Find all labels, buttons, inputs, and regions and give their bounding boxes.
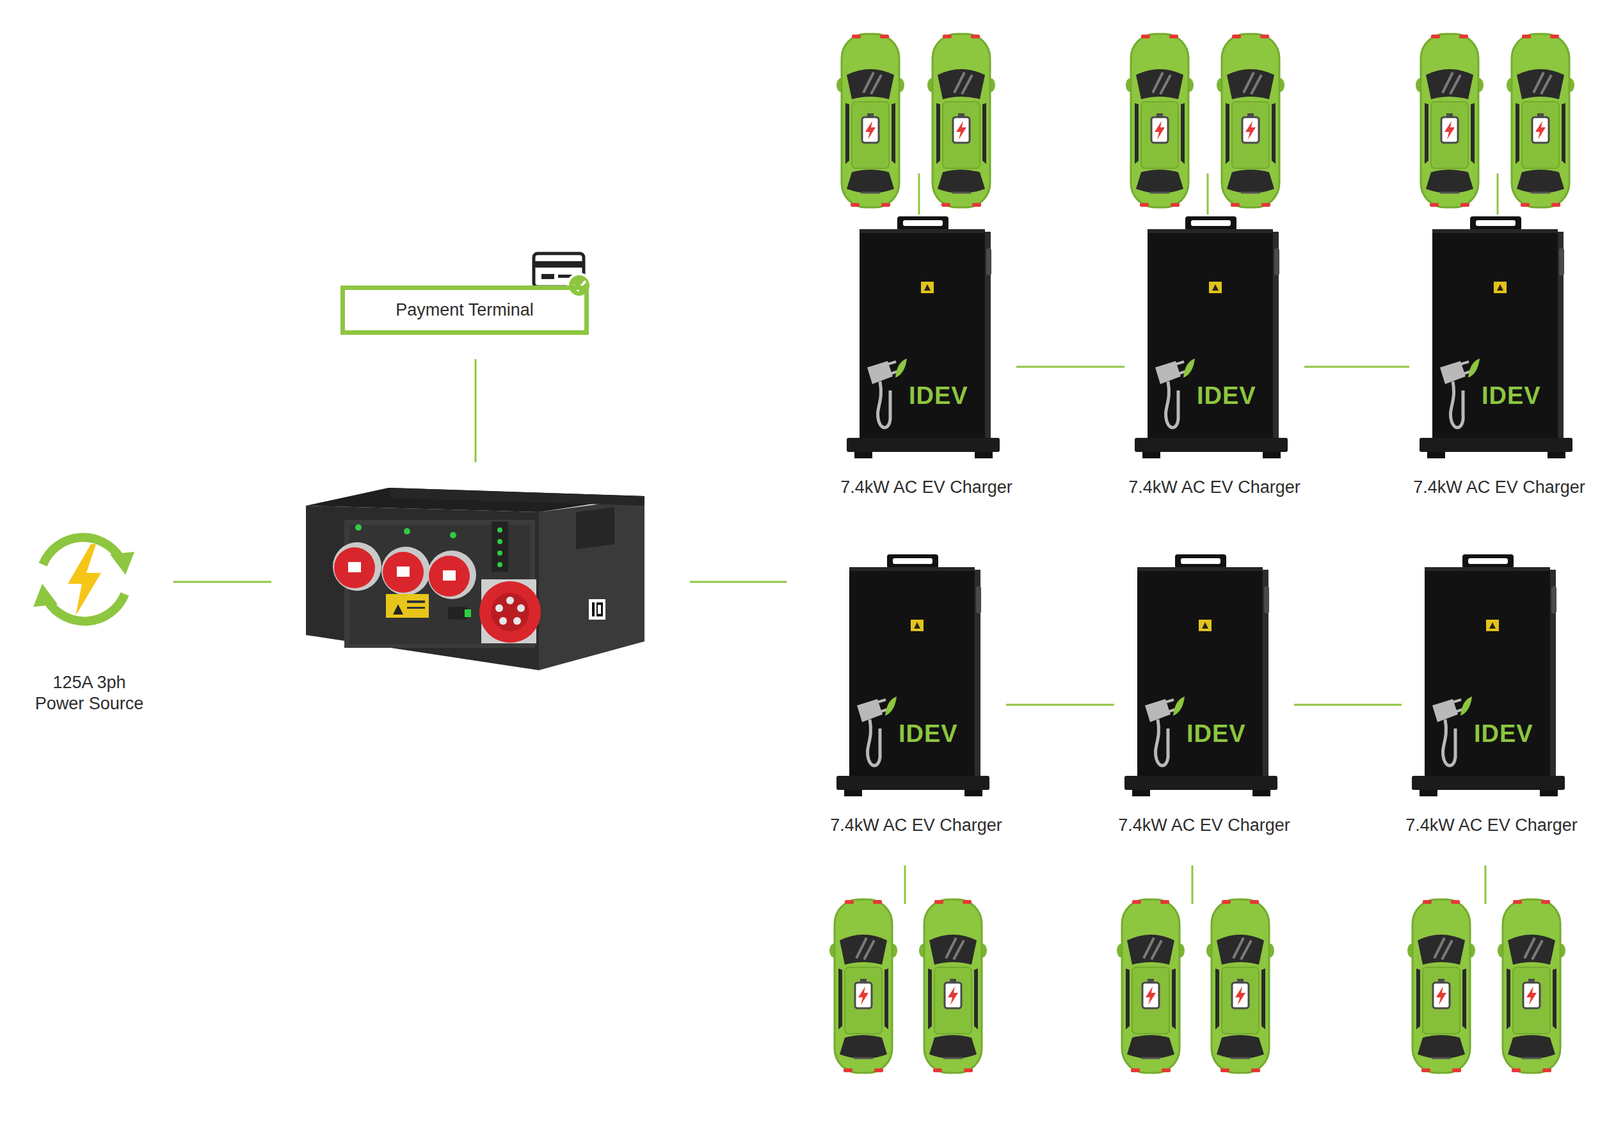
terminal-box: Payment Terminal bbox=[340, 285, 589, 335]
led bbox=[449, 531, 457, 539]
socket bbox=[332, 542, 382, 591]
power-source-node: 125A 3ph Power Source bbox=[30, 672, 149, 715]
card-icon bbox=[533, 253, 591, 297]
car bbox=[927, 33, 996, 208]
charger-unit bbox=[1124, 554, 1278, 797]
charger-unit bbox=[846, 216, 1000, 459]
connector-line bbox=[1294, 704, 1402, 706]
car bbox=[1116, 899, 1185, 1073]
connector-line bbox=[1006, 704, 1115, 706]
feed-wire bbox=[689, 581, 787, 584]
car bbox=[1125, 33, 1194, 208]
connector-line bbox=[1016, 366, 1125, 368]
car bbox=[1497, 899, 1566, 1073]
charger-label: 7.4kW AC EV Charger bbox=[836, 476, 1017, 498]
brand-logo: IDEV bbox=[1473, 719, 1534, 748]
box-side bbox=[538, 497, 645, 671]
car-lead bbox=[1207, 173, 1209, 215]
switch-light bbox=[464, 609, 472, 617]
charger-unit bbox=[1419, 216, 1573, 459]
led bbox=[497, 527, 503, 533]
indicator-strip bbox=[491, 521, 509, 572]
car bbox=[1506, 33, 1575, 208]
charger-label: 7.4kW AC EV Charger bbox=[826, 814, 1007, 836]
led bbox=[497, 538, 503, 544]
inlet-plug bbox=[479, 579, 541, 644]
box-lid bbox=[305, 487, 645, 512]
arrow-head bbox=[33, 583, 58, 607]
charger-label: 7.4kW AC EV Charger bbox=[1409, 476, 1590, 498]
charger-node: IDEV 7.4kW AC EV Charger bbox=[836, 216, 1017, 498]
box-label: Payment Terminal bbox=[395, 299, 534, 321]
brand-logo: IDEV bbox=[908, 381, 969, 410]
socket bbox=[381, 546, 431, 596]
charger-label: 7.4kW AC EV Charger bbox=[1114, 814, 1295, 836]
brand-badge bbox=[588, 599, 606, 620]
car-lead bbox=[1484, 865, 1487, 904]
wires bbox=[173, 173, 1498, 904]
car-lead bbox=[1191, 865, 1194, 904]
connector-line bbox=[1304, 366, 1410, 368]
brand-logo: IDEV bbox=[1186, 719, 1247, 748]
charger-label: 7.4kW AC EV Charger bbox=[1401, 814, 1582, 836]
car bbox=[1216, 33, 1285, 208]
led bbox=[497, 550, 503, 556]
brand-logo: IDEV bbox=[1481, 381, 1542, 410]
charger-node: IDEV 7.4kW AC EV Charger bbox=[1114, 554, 1295, 836]
car bbox=[836, 33, 905, 208]
led bbox=[403, 528, 411, 535]
charger-unit bbox=[836, 554, 990, 797]
arrow-head bbox=[110, 551, 135, 575]
box-lid-edge bbox=[390, 487, 645, 506]
danger-sign bbox=[385, 593, 429, 618]
terminal-wire bbox=[474, 359, 477, 463]
charger-node: IDEV 7.4kW AC EV Charger bbox=[1401, 554, 1582, 836]
brand-logo: IDEV bbox=[1196, 381, 1257, 410]
switch bbox=[448, 606, 468, 620]
car bbox=[1415, 33, 1484, 208]
charger-unit bbox=[1134, 216, 1288, 459]
car bbox=[919, 899, 987, 1073]
led bbox=[355, 524, 362, 531]
led bbox=[497, 561, 503, 568]
car bbox=[829, 899, 898, 1073]
charger-label: 7.4kW AC EV Charger bbox=[1124, 476, 1305, 498]
car-lead bbox=[1496, 173, 1499, 215]
socket bbox=[427, 550, 477, 600]
car bbox=[1407, 899, 1476, 1073]
charger-node: IDEV 7.4kW AC EV Charger bbox=[1409, 216, 1590, 498]
distribution-box bbox=[305, 487, 645, 671]
car-lead bbox=[904, 865, 907, 904]
lightning-bolt bbox=[67, 544, 102, 616]
cycle-arrow bbox=[47, 593, 125, 621]
power-source-icon bbox=[33, 537, 135, 622]
charger-node: IDEV 7.4kW AC EV Charger bbox=[826, 554, 1007, 836]
source-label: 125A 3ph Power Source bbox=[30, 672, 149, 715]
car-lead bbox=[918, 173, 921, 215]
car bbox=[1206, 899, 1275, 1073]
charger-unit bbox=[1411, 554, 1565, 797]
supply-wire bbox=[173, 581, 272, 584]
charger-node: IDEV 7.4kW AC EV Charger bbox=[1124, 216, 1305, 498]
brand-logo: IDEV bbox=[898, 719, 959, 748]
box-handle-slot bbox=[576, 506, 615, 550]
